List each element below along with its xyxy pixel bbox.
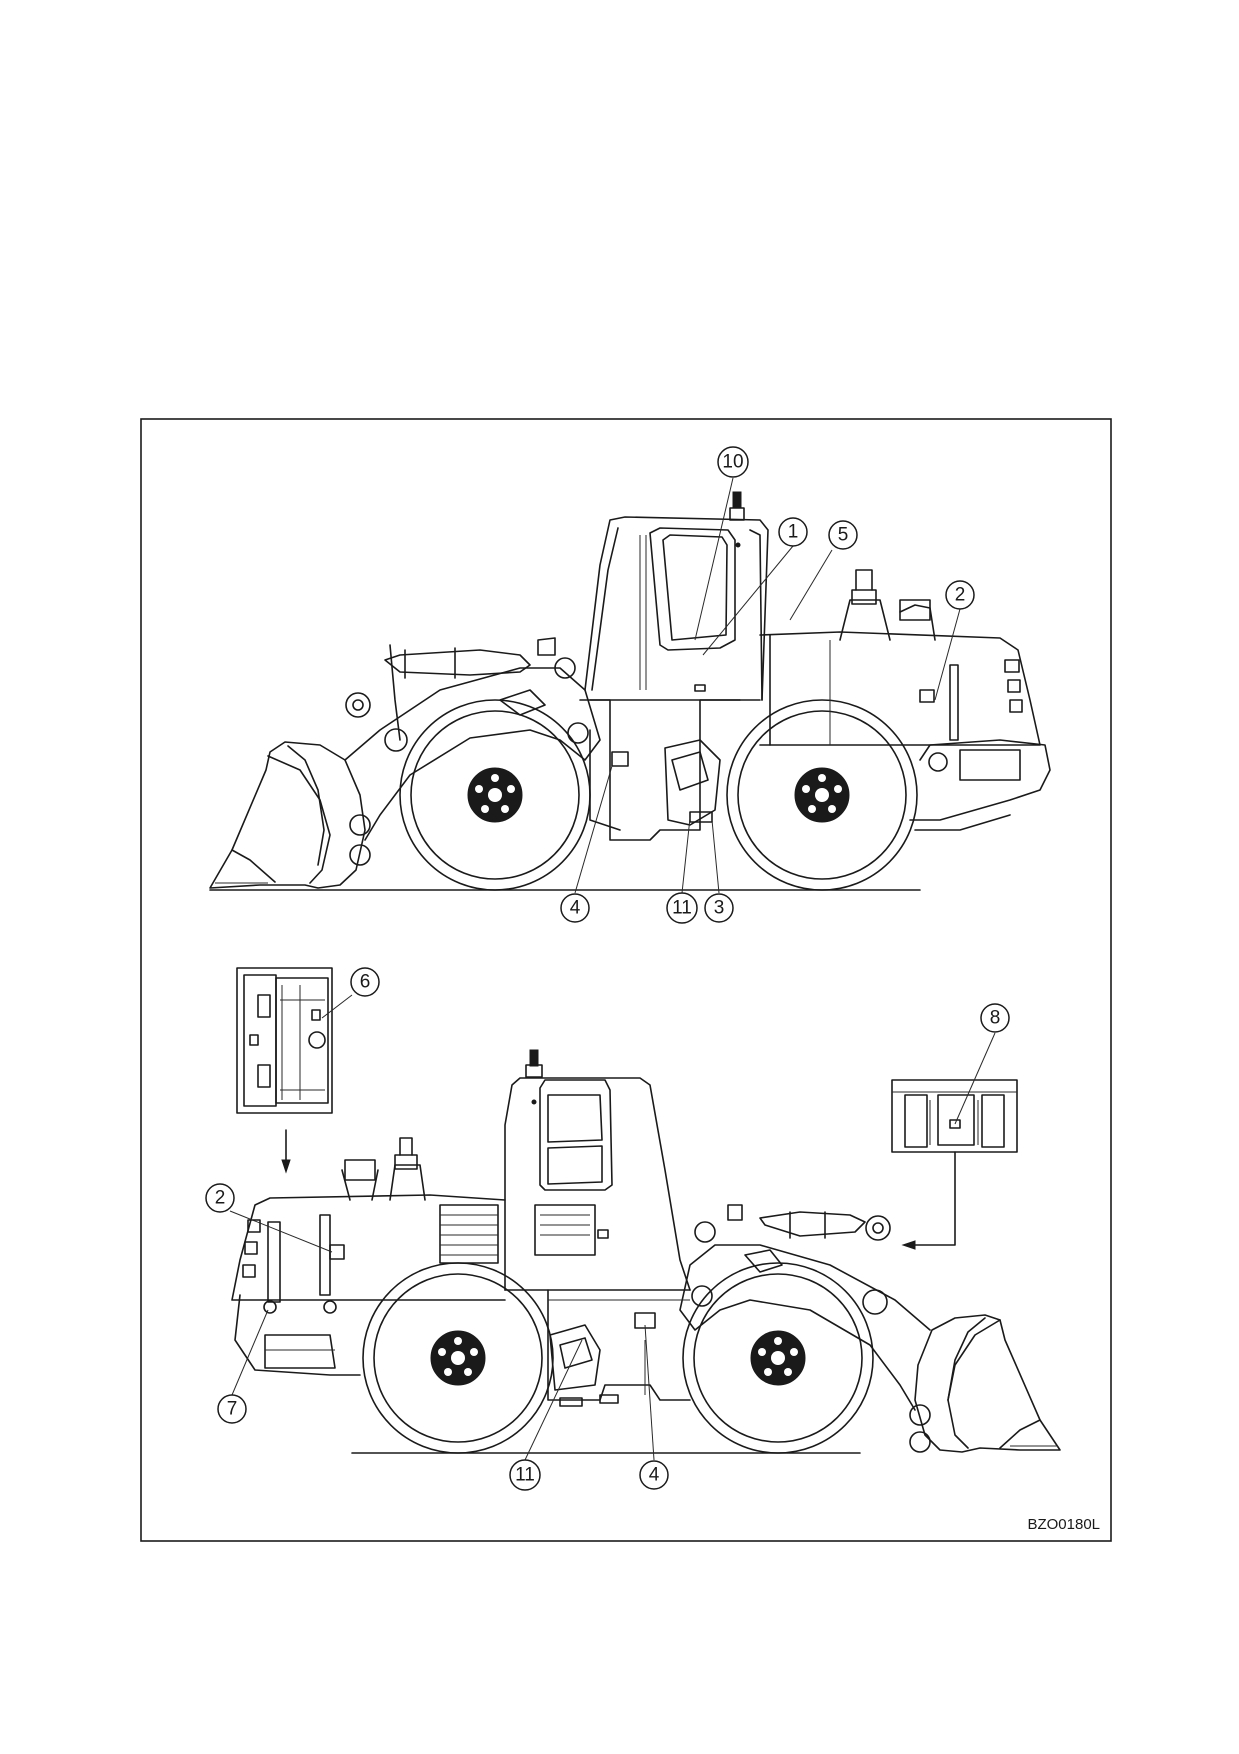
diagram-frame	[140, 418, 1112, 1542]
callout-number: 11	[672, 898, 692, 919]
callout-1: 1	[778, 517, 808, 547]
callout-number: 11	[515, 1465, 535, 1486]
rear-wheel	[726, 699, 918, 891]
callout-7: 7	[217, 1394, 247, 1424]
wheel-loader-left-view	[209, 491, 1051, 891]
lift-arm-right	[679, 1204, 931, 1453]
callout-11-top: 11	[666, 892, 698, 924]
front-bucket	[209, 741, 366, 889]
callout-8: 8	[980, 1003, 1010, 1033]
callout-leaders	[229, 477, 996, 1461]
callout-number: 6	[360, 972, 371, 993]
callout-number: 4	[649, 1465, 660, 1486]
callout-number: 1	[788, 522, 799, 543]
lift-arm	[344, 637, 601, 866]
engine-hood	[759, 569, 1041, 781]
callout-5: 5	[828, 520, 858, 550]
chassis	[579, 699, 1051, 841]
callout-10: 10	[717, 446, 749, 478]
callout-number: 8	[990, 1008, 1001, 1029]
callout-number: 2	[215, 1188, 226, 1209]
chassis-right	[234, 1289, 691, 1407]
callout-number: 4	[570, 898, 581, 919]
inset-detail-6	[236, 967, 333, 1114]
front-wheel	[399, 699, 591, 891]
callout-number: 3	[714, 898, 725, 919]
callout-4-top: 4	[560, 893, 590, 923]
inset-detail-8	[891, 1079, 1018, 1153]
engine-hood-right	[231, 1137, 506, 1314]
rear-wheel-right	[362, 1262, 554, 1454]
callout-number: 2	[955, 585, 966, 606]
operator-cab	[584, 491, 769, 701]
callout-number: 10	[722, 452, 743, 473]
callout-11-bottom: 11	[509, 1459, 541, 1491]
callout-number: 5	[838, 525, 849, 546]
operator-cab-right	[504, 1049, 691, 1291]
front-wheel-right	[682, 1262, 874, 1454]
callout-2-bottom: 2	[205, 1183, 235, 1213]
callout-6: 6	[350, 967, 380, 997]
callout-number: 7	[227, 1399, 238, 1420]
callout-4-bottom: 4	[639, 1460, 669, 1490]
drawing-code: BZO0180L	[1027, 1516, 1100, 1533]
wheel-loader-right-view	[231, 967, 1061, 1454]
front-bucket-right	[914, 1314, 1061, 1453]
callout-2-top: 2	[945, 580, 975, 610]
callout-3: 3	[704, 893, 734, 923]
